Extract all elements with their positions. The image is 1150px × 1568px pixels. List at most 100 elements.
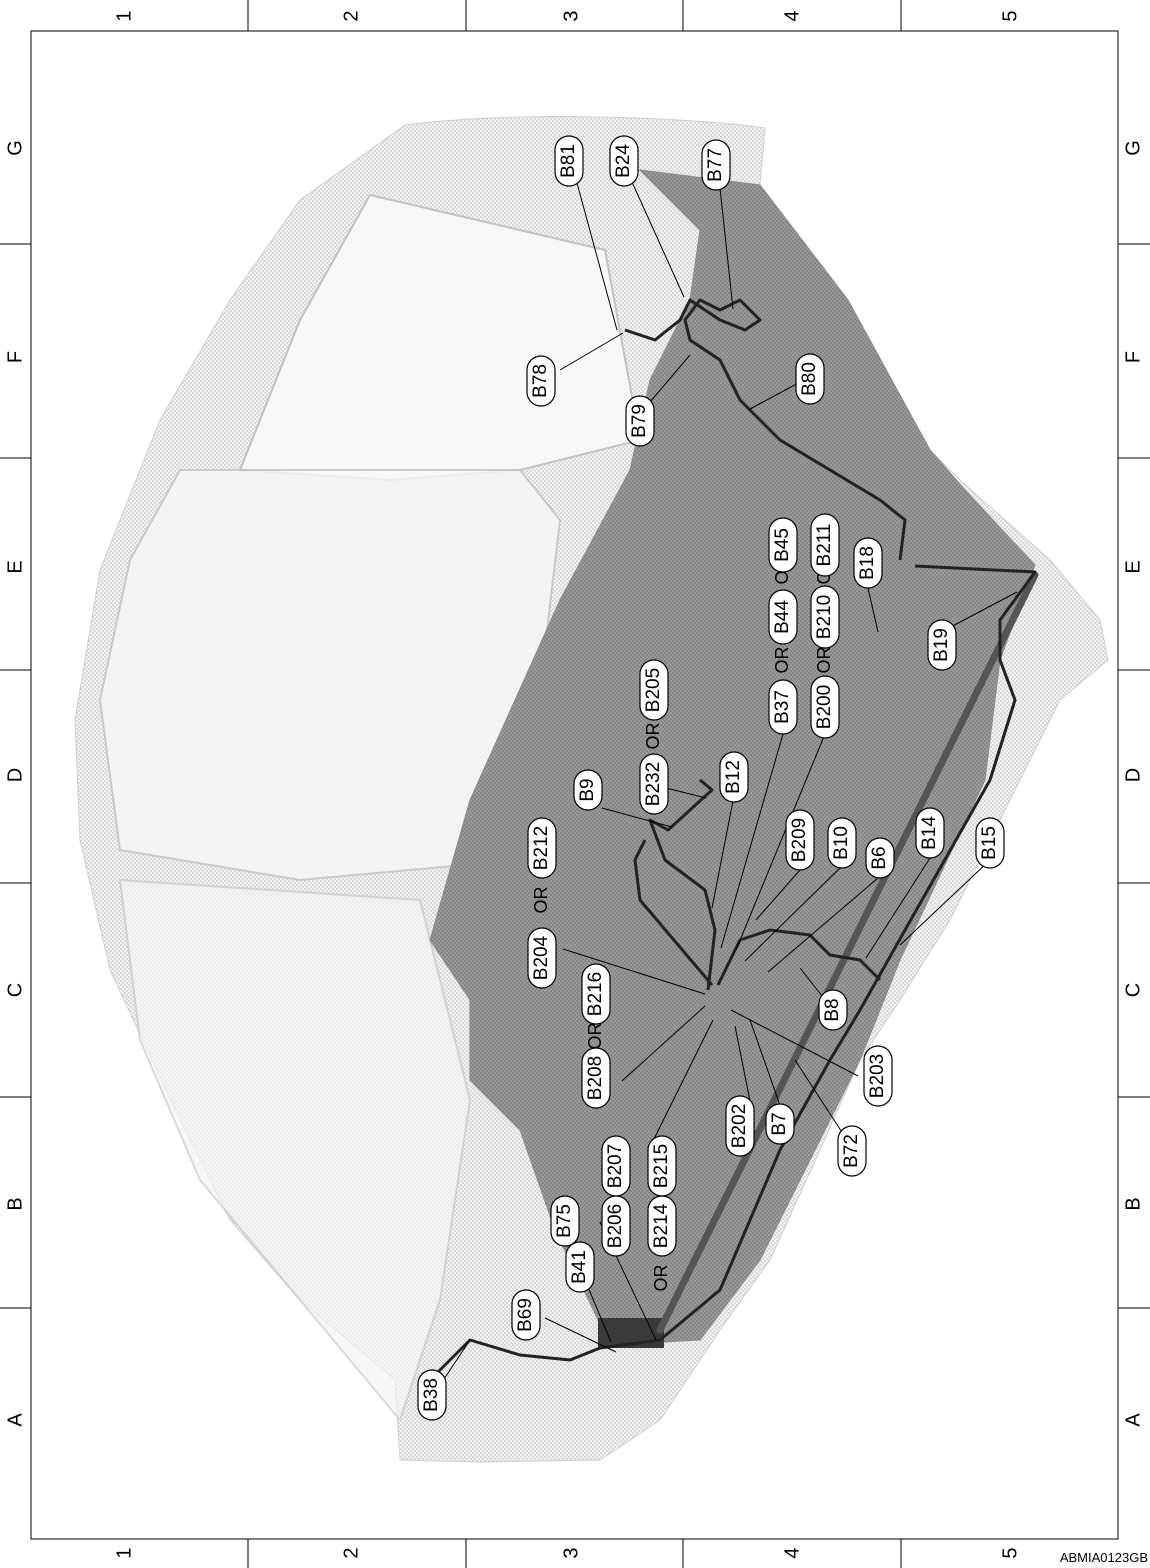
callout-b216: B216 (581, 963, 611, 1025)
grid-column-labels-top: 1 2 3 4 5 (113, 10, 1021, 21)
col-label-bottom-5: 5 (999, 1547, 1021, 1558)
callout-b79: B79 (625, 395, 655, 447)
svg-text:B212: B212 (531, 826, 552, 870)
svg-text:B80: B80 (799, 362, 820, 396)
or-label-b232: OR (643, 722, 663, 749)
svg-text:B37: B37 (772, 690, 793, 724)
svg-text:B206: B206 (605, 1204, 626, 1248)
outer-border (30, 30, 1119, 1540)
col-label-top-5: 5 (999, 10, 1021, 21)
callout-b205: B205 (639, 659, 669, 721)
callout-b203: B203 (863, 1045, 893, 1107)
svg-text:B19: B19 (931, 628, 952, 662)
svg-text:B38: B38 (421, 1378, 442, 1412)
or-label-b208: OR (585, 1022, 605, 1049)
svg-text:B69: B69 (515, 1298, 536, 1332)
harness-branch-upper (624, 298, 907, 561)
svg-text:B211: B211 (814, 524, 835, 567)
callout-b80: B80 (795, 353, 825, 405)
callout-b14: B14 (915, 807, 945, 859)
callout-b12: B12 (719, 751, 749, 803)
or-label-b204: OR (531, 886, 551, 913)
rear-area-outline (118, 878, 472, 1423)
harness-branch-center (633, 839, 714, 986)
or-label-b214: OR (651, 1264, 671, 1291)
callout-b75: B75 (550, 1195, 580, 1247)
svg-text:B205: B205 (643, 668, 664, 712)
row-label-right-G: G (1122, 140, 1144, 156)
svg-text:B203: B203 (867, 1054, 888, 1098)
col-label-top-2: 2 (340, 10, 362, 21)
diagram-code: ABMIA0123GB (1060, 1550, 1148, 1565)
callout-b78: B78 (526, 355, 556, 407)
svg-text:B15: B15 (979, 826, 1000, 860)
callout-b7: B7 (765, 1103, 795, 1145)
col-label-top-3: 3 (560, 10, 582, 21)
callout-b38: B38 (417, 1369, 447, 1421)
callout-b200: B200 (810, 675, 840, 739)
svg-text:B7: B7 (769, 1112, 790, 1135)
roof-outline (98, 469, 562, 882)
callout-b24: B24 (609, 135, 639, 187)
callout-b210: B210 (810, 585, 840, 649)
svg-text:B41: B41 (569, 1250, 590, 1284)
svg-text:B79: B79 (629, 404, 650, 438)
svg-text:B9: B9 (577, 778, 598, 801)
svg-text:B216: B216 (585, 972, 606, 1016)
callout-b41: B41 (565, 1241, 595, 1293)
grid-row-labels-left: G F E D C B A (4, 140, 26, 1426)
svg-text:B200: B200 (814, 685, 835, 729)
svg-text:B75: B75 (554, 1204, 575, 1238)
col-label-top-1: 1 (113, 10, 135, 21)
callout-b209: B209 (785, 809, 815, 871)
grid-row-labels-right: G F E D C B A (1122, 140, 1144, 1426)
callout-b232: B232 (639, 753, 669, 815)
svg-text:B24: B24 (613, 144, 634, 178)
svg-text:B209: B209 (789, 818, 810, 862)
svg-text:B12: B12 (723, 760, 744, 794)
svg-text:B214: B214 (651, 1203, 672, 1248)
row-label-left-A: A (4, 1413, 26, 1427)
row-label-right-C: C (1122, 983, 1144, 997)
callout-b208: B208 (581, 1047, 611, 1109)
callout-b215: B215 (647, 1135, 677, 1197)
svg-text:B14: B14 (919, 816, 940, 850)
col-label-bottom-1: 1 (113, 1547, 135, 1558)
callout-b202: B202 (725, 1095, 755, 1157)
callout-b212: B212 (527, 817, 557, 879)
callout-b9: B9 (573, 769, 603, 811)
row-label-left-C: C (4, 983, 26, 997)
callout-b18: B18 (853, 537, 883, 589)
callout-b6: B6 (865, 837, 895, 879)
callout-b77: B77 (701, 139, 731, 191)
row-label-right-E: E (1122, 560, 1144, 573)
leader-lines (439, 181, 1018, 1386)
or-label-b200: OR (814, 646, 834, 673)
row-label-left-D: D (4, 768, 26, 782)
callout-b19: B19 (927, 619, 957, 671)
rocker-sill (656, 571, 1039, 1334)
callout-b81: B81 (554, 135, 584, 187)
col-label-bottom-4: 4 (781, 1547, 803, 1558)
col-label-bottom-2: 2 (340, 1547, 362, 1558)
callout-b206: B206 (601, 1195, 631, 1257)
callouts: B38 B69 B41 B75 B206 B207 B214 B215 OR B… (417, 135, 1005, 1421)
svg-text:B72: B72 (841, 1134, 862, 1168)
svg-text:B215: B215 (651, 1144, 672, 1188)
svg-text:B10: B10 (831, 826, 852, 860)
row-label-right-B: B (1122, 1197, 1144, 1210)
svg-text:B81: B81 (558, 144, 579, 178)
callout-b72: B72 (837, 1125, 867, 1177)
callout-b8: B8 (818, 989, 848, 1031)
row-label-right-D: D (1122, 768, 1144, 782)
callout-b45: B45 (768, 517, 798, 573)
row-label-left-G: G (4, 140, 26, 156)
callout-b15: B15 (975, 817, 1005, 869)
grid-column-labels-bottom: 1 2 3 4 5 (113, 1547, 1021, 1558)
row-label-right-A: A (1122, 1413, 1144, 1427)
harness-trunk-route (648, 778, 717, 991)
callout-b10: B10 (827, 817, 857, 869)
svg-text:B45: B45 (772, 528, 793, 562)
